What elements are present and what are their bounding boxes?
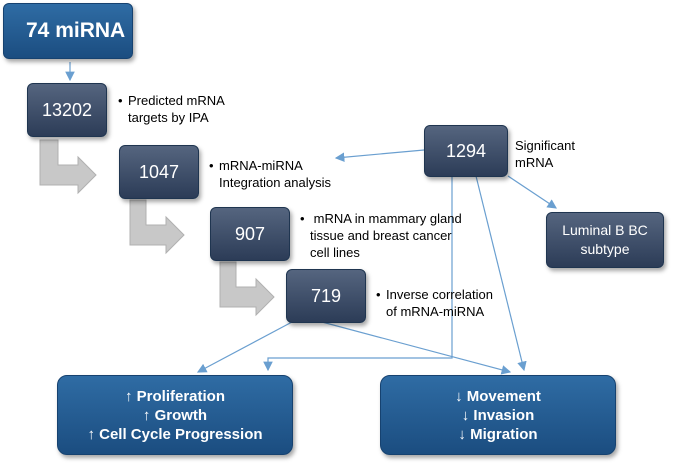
note-1294-line1: Significant (515, 138, 575, 153)
box-13202: 13202 (27, 83, 107, 137)
connector-719-to-left-outcome (196, 321, 293, 373)
connector-719-to-right-outcome (321, 321, 512, 375)
note-719-line1: Inverse correlation (386, 287, 493, 302)
box-719: 719 (286, 269, 366, 323)
box-907: 907 (210, 207, 290, 261)
note-1294: Significant mRNA (515, 137, 575, 171)
note-13202-bullet: • (118, 93, 123, 108)
outcome-decrease-line2: ↓ Invasion (461, 406, 535, 424)
step-arrow-2 (129, 199, 185, 255)
note-719-bullet: • (376, 287, 381, 302)
note-907-line1: mRNA in mammary gland (310, 211, 462, 226)
box-13202-label: 13202 (41, 99, 93, 120)
box-1047: 1047 (119, 145, 199, 199)
outcome-increase-box: ↑ Proliferation ↑ Growth ↑ Cell Cycle Pr… (57, 375, 293, 455)
step-arrow-1 (39, 139, 97, 195)
note-907: • mRNA in mammary gland tissue and breas… (300, 210, 462, 261)
step-arrow-3 (219, 261, 275, 317)
box-1294: 1294 (424, 125, 508, 177)
luminal-line2: subtype (580, 241, 630, 257)
note-13202: • Predicted mRNA targets by IPA (118, 92, 225, 126)
note-1047-bullet: • (209, 158, 214, 173)
connector-1294-to-left-outcome (263, 176, 453, 372)
note-1294-line2: mRNA (515, 155, 554, 170)
note-719: • Inverse correlation of mRNA-miRNA (376, 286, 493, 320)
note-907-line3: cell lines (310, 245, 360, 260)
connector-1294-to-right-outcome (475, 175, 527, 372)
note-13202-line1: Predicted mRNA (128, 93, 225, 108)
luminal-box: Luminal B BC subtype (546, 212, 664, 268)
note-13202-line2: targets by IPA (128, 110, 209, 125)
note-907-bullet: • (300, 211, 305, 226)
note-1047: • mRNA-miRNA Integration analysis (209, 157, 332, 191)
box-907-label: 907 (234, 223, 266, 244)
note-1047-line1: mRNA-miRNA (219, 158, 303, 173)
outcome-increase-line2: ↑ Growth (142, 406, 208, 424)
note-907-line2: tissue and breast cancer (310, 228, 452, 243)
outcome-decrease-box: ↓ Movement ↓ Invasion ↓ Migration (380, 375, 616, 455)
outcome-decrease-line1: ↓ Movement (455, 387, 541, 405)
mirna-label: 74 miRNA (26, 19, 126, 42)
box-719-label: 719 (310, 285, 342, 306)
note-1047-line2: Integration analysis (219, 175, 332, 190)
connector-1294-to-luminal (507, 175, 557, 209)
note-719-line2: of mRNA-miRNA (386, 304, 485, 319)
mirna-box: 74 miRNA (3, 3, 133, 59)
connector-1294-to-1047 (334, 149, 425, 163)
outcome-increase-line1: ↑ Proliferation (124, 387, 225, 405)
box-1047-label: 1047 (138, 161, 180, 182)
outcome-decrease-line3: ↓ Migration (458, 425, 538, 443)
box-1294-label: 1294 (445, 140, 487, 161)
outcome-increase-line3: ↑ Cell Cycle Progression (87, 425, 263, 443)
luminal-line1: Luminal B BC (562, 222, 648, 238)
